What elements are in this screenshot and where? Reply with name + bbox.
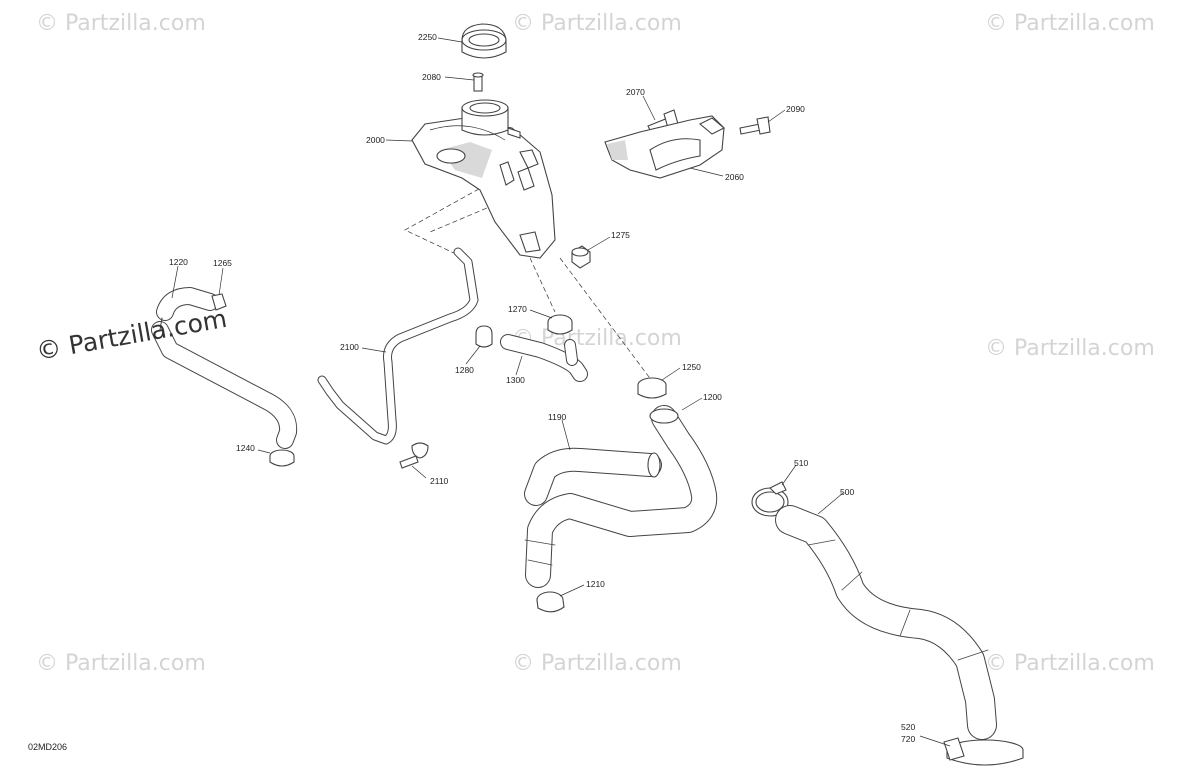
s-coolant-hose bbox=[524, 447, 662, 506]
reservoir-cap bbox=[461, 23, 507, 59]
small-clamp bbox=[475, 325, 493, 348]
watermark-text: © Partzilla.com bbox=[985, 11, 1155, 36]
callout-1275: 1275 bbox=[611, 230, 630, 240]
diagram-code: 02MD206 bbox=[28, 742, 67, 752]
tank-clamp bbox=[571, 245, 591, 269]
coolant-reservoir bbox=[411, 99, 556, 259]
callout-500: 500 bbox=[840, 487, 854, 497]
callout-1270: 1270 bbox=[508, 304, 527, 314]
callout-510: 510 bbox=[794, 458, 808, 468]
watermark-text: © Partzilla.com bbox=[512, 651, 682, 676]
callout-labels: 2250 2080 2000 2070 2090 2060 1275 1220 … bbox=[169, 32, 915, 744]
left-hose-clamp-bottom bbox=[269, 449, 295, 467]
big-hose-clamp bbox=[751, 481, 789, 517]
callout-1240: 1240 bbox=[236, 443, 255, 453]
leader-lines bbox=[171, 37, 951, 747]
watermark-text: © Partzilla.com bbox=[985, 651, 1155, 676]
callout-1220: 1220 bbox=[169, 257, 188, 267]
callout-2080: 2080 bbox=[422, 72, 441, 82]
watermark-text: © Partzilla.com bbox=[512, 11, 682, 36]
main-hose-clamp bbox=[637, 377, 667, 399]
watermark-text: © Partzilla.com bbox=[36, 651, 206, 676]
callout-2110: 2110 bbox=[430, 476, 449, 486]
cap-screw bbox=[472, 72, 484, 92]
callout-1190: 1190 bbox=[548, 412, 567, 422]
bracket-bolt bbox=[739, 116, 771, 135]
main-coolant-hose bbox=[524, 405, 718, 588]
callout-2100: 2100 bbox=[340, 342, 359, 352]
s-hose-clamp bbox=[536, 591, 565, 613]
callout-520: 520 bbox=[901, 722, 915, 732]
watermark-text: © Partzilla.com bbox=[985, 336, 1155, 361]
large-coolant-hose bbox=[775, 505, 997, 740]
left-coolant-hose bbox=[151, 287, 298, 449]
short-hose bbox=[500, 334, 588, 382]
overflow-hose bbox=[317, 247, 479, 445]
callout-2070: 2070 bbox=[626, 87, 645, 97]
callout-1200: 1200 bbox=[703, 392, 722, 402]
callout-2060: 2060 bbox=[725, 172, 744, 182]
short-hose-clamp bbox=[547, 314, 573, 335]
left-hose-clamp-top bbox=[211, 293, 227, 311]
overflow-clip bbox=[399, 442, 429, 469]
assembly-lines bbox=[404, 184, 656, 386]
callout-1300: 1300 bbox=[506, 375, 525, 385]
callout-2250: 2250 bbox=[418, 32, 437, 42]
callout-720: 720 bbox=[901, 734, 915, 744]
callout-1250: 1250 bbox=[682, 362, 701, 372]
callout-1280: 1280 bbox=[455, 365, 474, 375]
callout-2000: 2000 bbox=[366, 135, 385, 145]
callout-1210: 1210 bbox=[586, 579, 605, 589]
watermark-layer: © Partzilla.com © Partzilla.com © Partzi… bbox=[36, 11, 1155, 676]
mounting-bracket bbox=[604, 115, 725, 179]
callout-2090: 2090 bbox=[786, 104, 805, 114]
watermark-text: © Partzilla.com bbox=[36, 11, 206, 36]
bottom-hose-clamp bbox=[943, 737, 1024, 766]
callout-1265: 1265 bbox=[213, 258, 232, 268]
